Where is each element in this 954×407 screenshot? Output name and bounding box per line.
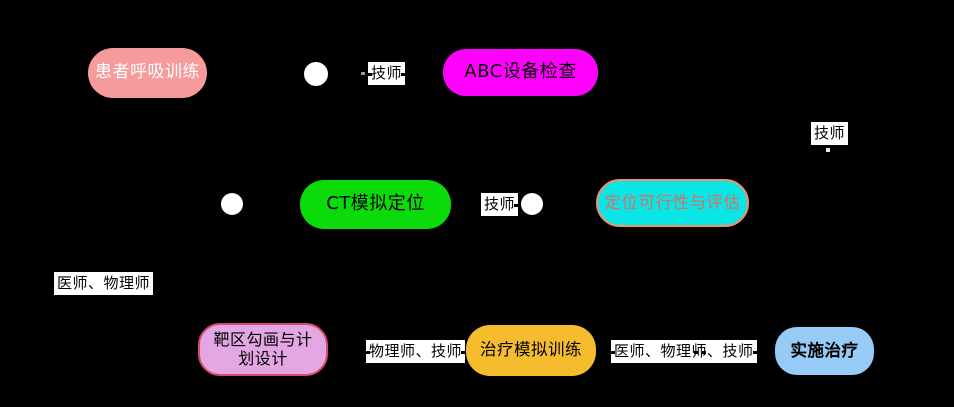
edge-label-text: 技师 [814,124,846,142]
edge-dash-mark [366,351,370,354]
edge-dash-mark [611,351,615,354]
node-patient-breathing-training: 患者呼吸训练 [88,48,207,98]
edge-dash-mark [461,351,466,354]
edge-label-technician-middle: 技师 [481,193,519,216]
node-label: 治疗模拟训练 [480,340,582,360]
node-abc-device-check: ABC设备检查 [443,49,598,96]
node-label: ABC设备检查 [464,61,577,83]
edge-dash-mark [702,351,706,354]
edge-dash-mark [826,148,830,152]
edge-dash-mark [694,351,698,354]
edge-label-text: 医师、物理师 [57,274,151,292]
node-label: CT模拟定位 [326,193,425,215]
edge-dash-mark [368,73,372,76]
edge-dash-mark [752,351,757,354]
edge-circle-arrowhead [521,193,543,215]
node-label-line1: 靶区勾画与计 [213,330,313,350]
edge-label-text: 物理师、技师 [369,342,463,360]
edge-label-physicist-technician: 物理师、技师 [366,340,466,363]
node-label: 患者呼吸训练 [95,62,200,83]
edge-circle-arrowhead [304,62,328,86]
edge-label-physician-physicist-technician: 医师、物理师、技师 [611,340,757,363]
node-target-delineation-plan-design: 靶区勾画与计 划设计 [198,323,328,376]
node-implement-treatment: 实施治疗 [775,327,874,375]
edge-dash-mark [401,73,406,76]
edge-circle-arrowhead [221,193,243,215]
edge-label-physician-physicist: 医师、物理师 [54,272,154,295]
node-label-line2: 划设计 [238,348,288,368]
node-label: 实施治疗 [790,340,859,360]
edge-label-text: 技师 [484,195,516,213]
edge-label-technician-top: 技师 [368,62,406,85]
node-treatment-simulation-training: 治疗模拟训练 [466,325,596,376]
edge-label-text: 技师 [371,64,403,82]
edge-dash-mark [514,204,519,207]
edge-label-text: 医师、物理师、技师 [614,342,754,360]
node-label: 定位可行性与评估 [604,192,741,212]
node-ct-simulation-positioning: CT模拟定位 [300,180,451,229]
edge-dash-mark [361,72,365,75]
edge-label-technician-right: 技师 [811,122,849,145]
node-positioning-feasibility-evaluation: 定位可行性与评估 [596,179,749,227]
